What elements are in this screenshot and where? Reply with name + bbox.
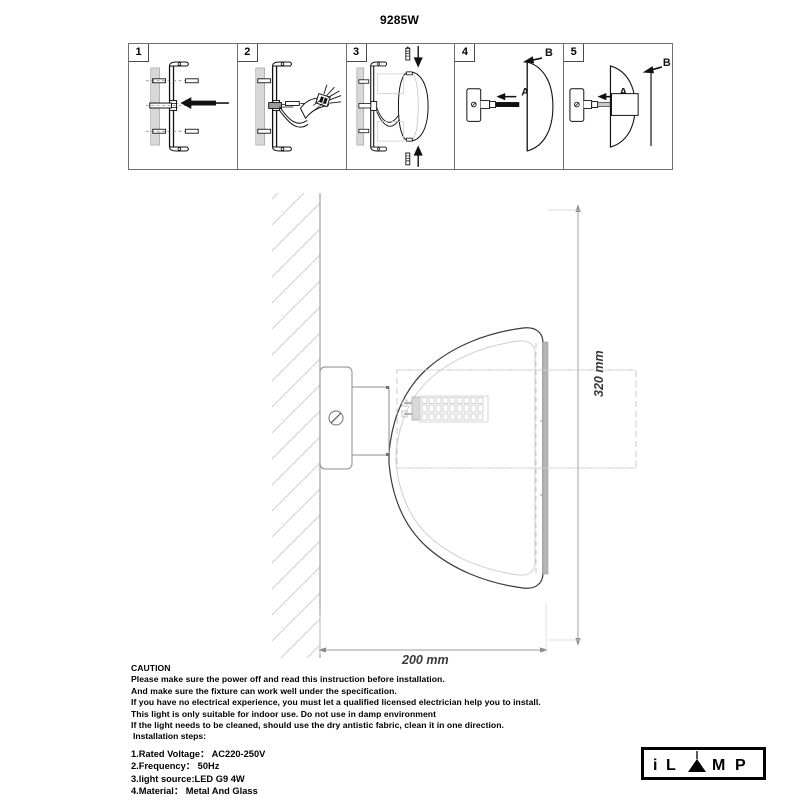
arm-joint-bottom (386, 453, 389, 456)
page-title: 9285W (379, 13, 420, 27)
led-bulb-g9 (401, 395, 489, 423)
step-number-badge: 3 (346, 44, 367, 62)
step-2-illustration (255, 61, 342, 152)
lamp-glass-outer-profile (388, 327, 544, 589)
caution-line-3: If you have no electrical experience, yo… (131, 697, 541, 708)
bracket-screw-slot (330, 412, 342, 424)
dimension-label-width: 200 mm (402, 653, 449, 667)
spec-material: 4.Material： Metal And Glass (131, 786, 258, 797)
logo-letter-p: P (735, 757, 746, 774)
installation-steps-heading: Installation steps: (133, 731, 207, 742)
logo-pendant-lamp-icon (688, 751, 706, 772)
inner-cavity-dashed (396, 369, 637, 469)
main-technical-drawing (272, 193, 637, 658)
caution-line-5: If the light needs to be cleaned, should… (131, 720, 504, 731)
step-3-illustration (356, 46, 429, 167)
dimension-line-height (548, 204, 582, 646)
lamp-back-plate (542, 341, 549, 575)
ilamp-logo-mark: i L M P (653, 751, 746, 774)
step-panel-5: 5 A B (564, 44, 672, 169)
step-panel-2: 2 (237, 44, 347, 169)
step-5-illustration: A B (569, 57, 671, 148)
step-panel-3: 3 (346, 44, 456, 169)
spec-rated-voltage: 1.Rated Voltage： AC220-250V (131, 748, 266, 759)
arrow-label-a: A (620, 87, 628, 99)
brand-logo-ilamp: i L M P (641, 747, 766, 780)
spec-light-source: 3.light source:LED G9 4W (131, 773, 245, 784)
arm-joint-top (386, 386, 389, 389)
logo-letter-i: i (653, 757, 657, 774)
caution-line-4: This light is only suitable for indoor u… (131, 708, 436, 719)
arrow-label-b: B (663, 57, 671, 69)
caution-and-specs-block: CAUTION Please make sure the power off a… (131, 663, 601, 797)
logo-letter-l: L (666, 757, 676, 774)
logo-letter-m: M (712, 757, 725, 774)
spec-frequency: 2.Frequency： 50Hz (131, 761, 220, 772)
bracket-arm-top (352, 386, 390, 453)
step-number-badge: 2 (237, 44, 258, 62)
dimension-line-width (318, 603, 548, 654)
step-number-badge: 5 (564, 44, 585, 62)
installation-steps-strip: 1 (128, 43, 673, 170)
arrow-label-b: B (545, 47, 553, 59)
lamp-shade-inner-profile (395, 340, 536, 576)
step-panel-1: 1 (129, 44, 238, 169)
step-number-badge: 1 (129, 44, 149, 62)
arrow-label-a: A (522, 87, 530, 99)
caution-heading: CAUTION (131, 663, 171, 673)
back-plate-notch (540, 420, 543, 496)
specification-list: 1.Rated Voltage： AC220-250V 2.Frequency：… (131, 748, 601, 798)
dimension-label-height: 320 mm (592, 350, 606, 397)
step-4-illustration: A B (466, 47, 554, 152)
cavity-edge (397, 369, 636, 469)
wall-hatching (272, 193, 320, 658)
step-number-badge: 4 (455, 44, 476, 62)
step-1-illustration (145, 61, 229, 152)
caution-line-2: And make sure the fixture can work well … (131, 685, 397, 696)
caution-line-1: Please make sure the power off and read … (131, 674, 445, 685)
step-panel-4: 4 A B (455, 44, 565, 169)
